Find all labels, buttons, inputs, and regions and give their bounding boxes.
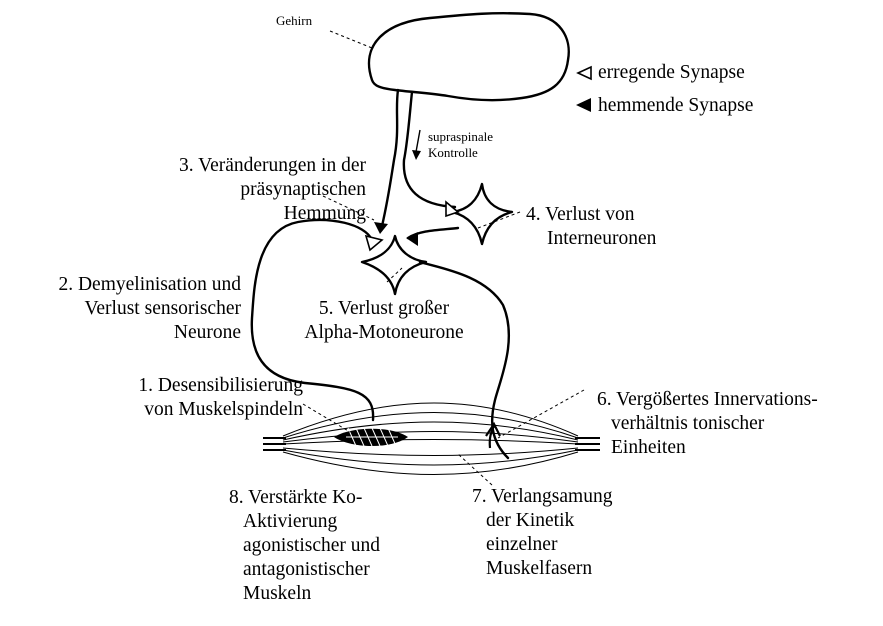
legend-excitatory-icon [578, 67, 591, 79]
supraspinal-label: supraspinale Kontrolle [428, 129, 493, 161]
label-4-interneuron-loss: 4. Verlust von Interneuronen [526, 203, 656, 251]
label-8-coactivation: 8. Verstärkte Ko- Aktivierung agonistisc… [229, 486, 380, 606]
legend-inhibitory-label: hemmende Synapse [598, 94, 753, 118]
inhibitory-synapse-presynaptic [374, 222, 388, 234]
leader-lines [303, 31, 584, 485]
label-6-innervation-ratio: 6. Vergößertes Innervations- verhältnis … [597, 388, 818, 460]
legend-excitatory-label: erregende Synapse [598, 61, 745, 85]
muscle [283, 403, 578, 475]
excitatory-synapse-sensory [366, 236, 382, 250]
label-1-spindle-desensitization: 1. Desensibilisierung von Muskelspindeln [100, 374, 303, 422]
label-3-presynaptic-inhibition: 3. Veränderungen in der präsynaptischen … [116, 154, 366, 226]
brain-label: Gehirn [276, 13, 312, 29]
brain [369, 13, 569, 100]
legend-inhibitory-icon [576, 98, 591, 112]
muscle-spindle [334, 428, 408, 446]
label-7-fiber-kinetics: 7. Verlangsamung der Kinetik einzelner M… [472, 485, 612, 581]
inhibitory-synapse-interneuron [406, 232, 418, 246]
interneuron [452, 184, 512, 244]
label-5-alpha-motoneuron-loss: 5. Verlust großer Alpha-Motoneurone [268, 297, 500, 345]
descending-tract-left [382, 90, 398, 226]
supraspinal-arrow [412, 130, 421, 160]
label-2-demyelination: 2. Demyelinisation und Verlust sensorisc… [5, 273, 241, 345]
